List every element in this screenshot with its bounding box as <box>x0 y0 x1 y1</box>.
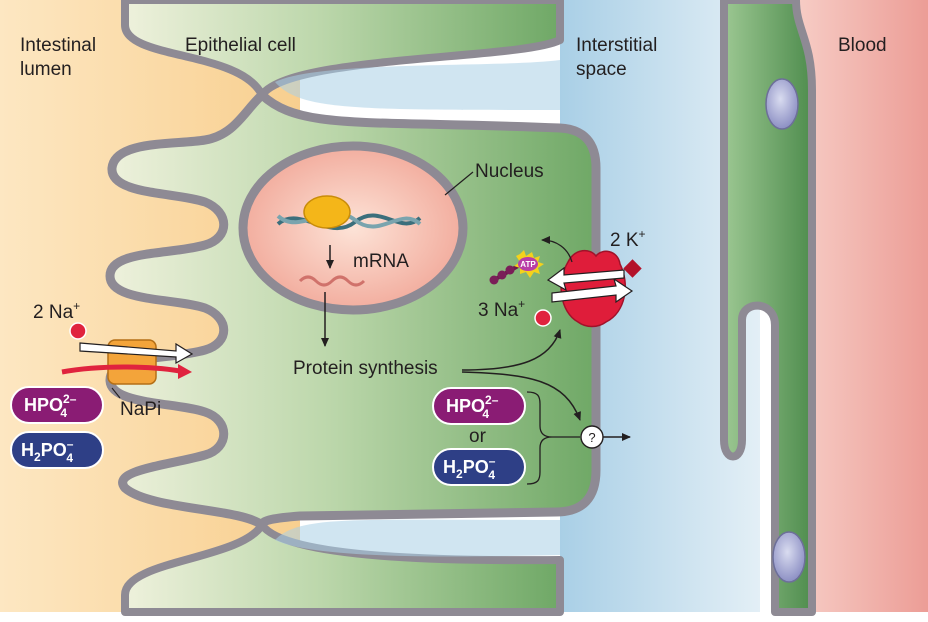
potassium-charge: + <box>639 227 646 241</box>
hpo4-charge: 2– <box>63 392 77 406</box>
or-label: or <box>469 426 487 447</box>
interstitial-space-label: Interstitial space <box>576 35 657 80</box>
h2po4-h: H <box>21 440 34 460</box>
napi-pointer <box>111 387 121 399</box>
hpo4-subscript: 4 <box>60 406 67 420</box>
mrna-strand <box>298 275 366 287</box>
sodium-ion-lumen <box>69 322 87 340</box>
capillary-endothelium <box>720 0 816 616</box>
h2po4-text-cell: H2PO–4 <box>443 454 496 482</box>
arrow-to-pump <box>461 329 562 371</box>
h2po4-subscript: 4 <box>488 468 495 482</box>
sodium-pump-charge: + <box>518 297 525 311</box>
bottom-white-band <box>0 612 928 622</box>
hpo4-pill-cell <box>432 387 526 425</box>
h2po4-pill-cell <box>432 448 526 486</box>
h2po4-base: PO <box>463 457 489 477</box>
h2po4-subscript: 4 <box>66 451 73 465</box>
interstitial-space-label-line1: Interstitial <box>576 35 657 56</box>
junction-gap-bottom <box>275 519 560 557</box>
erythrocyte-bottom <box>772 531 806 583</box>
arrow-to-unknown <box>461 371 581 421</box>
h2po4-h: H <box>443 457 456 477</box>
intestinal-lumen-label: Intestinal lumen <box>20 35 96 80</box>
hpo4-base: HPO <box>446 396 485 416</box>
nucleus-label: Nucleus <box>475 161 544 182</box>
sodium-lumen-coef: 2 Na <box>33 302 74 323</box>
blood-label: Blood <box>838 35 887 56</box>
h2po4-charge: – <box>489 454 496 468</box>
potassium-coef: 2 K <box>610 230 639 251</box>
h2po4-pill-lumen <box>10 431 104 469</box>
unknown-transporter-label: ? <box>588 430 595 445</box>
mrna-label: mRNA <box>353 251 409 272</box>
hpo4-text-lumen: HPO2–4 <box>24 392 77 420</box>
h2po4-base: PO <box>41 440 67 460</box>
hpo4-text-cell: HPO2–4 <box>446 393 499 421</box>
pump-potassium-arrow <box>546 266 625 292</box>
adjacent-cell-bottom <box>121 521 564 616</box>
h2po4-h-subscript: 2 <box>456 467 463 481</box>
napi-sodium-arrow <box>79 342 194 365</box>
sodium-lumen-label: 2 Na+ <box>33 299 80 323</box>
nucleus-pointer <box>444 171 474 196</box>
napi-label: NaPi <box>120 399 161 420</box>
h2po4-charge: – <box>67 437 74 451</box>
erythrocyte-top <box>765 78 799 130</box>
sodium-pump-coef: 3 Na <box>478 300 519 321</box>
hpo4-charge: 2– <box>485 393 499 407</box>
hpo4-subscript: 4 <box>482 407 489 421</box>
interstitial-space-label-line2: space <box>576 59 627 80</box>
h2po4-text-lumen: H2PO–4 <box>21 437 74 465</box>
adjacent-cell-top <box>121 0 564 99</box>
napi-phosphate-arrowhead <box>178 364 192 379</box>
atp-label: ATP <box>520 260 536 269</box>
h2po4-h-subscript: 2 <box>34 450 41 464</box>
epithelial-cell-label: Epithelial cell <box>185 35 296 56</box>
intestinal-lumen-label-line2: lumen <box>20 59 72 80</box>
atp-to-pump-arrow <box>541 236 573 263</box>
napi-phosphate-arrow <box>61 364 181 375</box>
sodium-pump-label: 3 Na+ <box>478 297 525 321</box>
sodium-ion-pump <box>534 309 552 327</box>
protein-synthesis-label: Protein synthesis <box>293 358 438 379</box>
nucleus <box>238 141 468 315</box>
hpo4-base: HPO <box>24 395 63 415</box>
dna-icon <box>276 195 422 230</box>
junction-gap-top <box>275 60 560 110</box>
potassium-ion <box>623 259 642 278</box>
potassium-label: 2 K+ <box>610 227 646 251</box>
hpo4-pill-lumen <box>10 386 104 424</box>
pump-sodium-arrow <box>551 277 634 304</box>
sodium-lumen-charge: + <box>73 299 80 313</box>
intestinal-lumen-label-line1: Intestinal <box>20 35 96 56</box>
atp-icon: ATP <box>489 250 544 285</box>
